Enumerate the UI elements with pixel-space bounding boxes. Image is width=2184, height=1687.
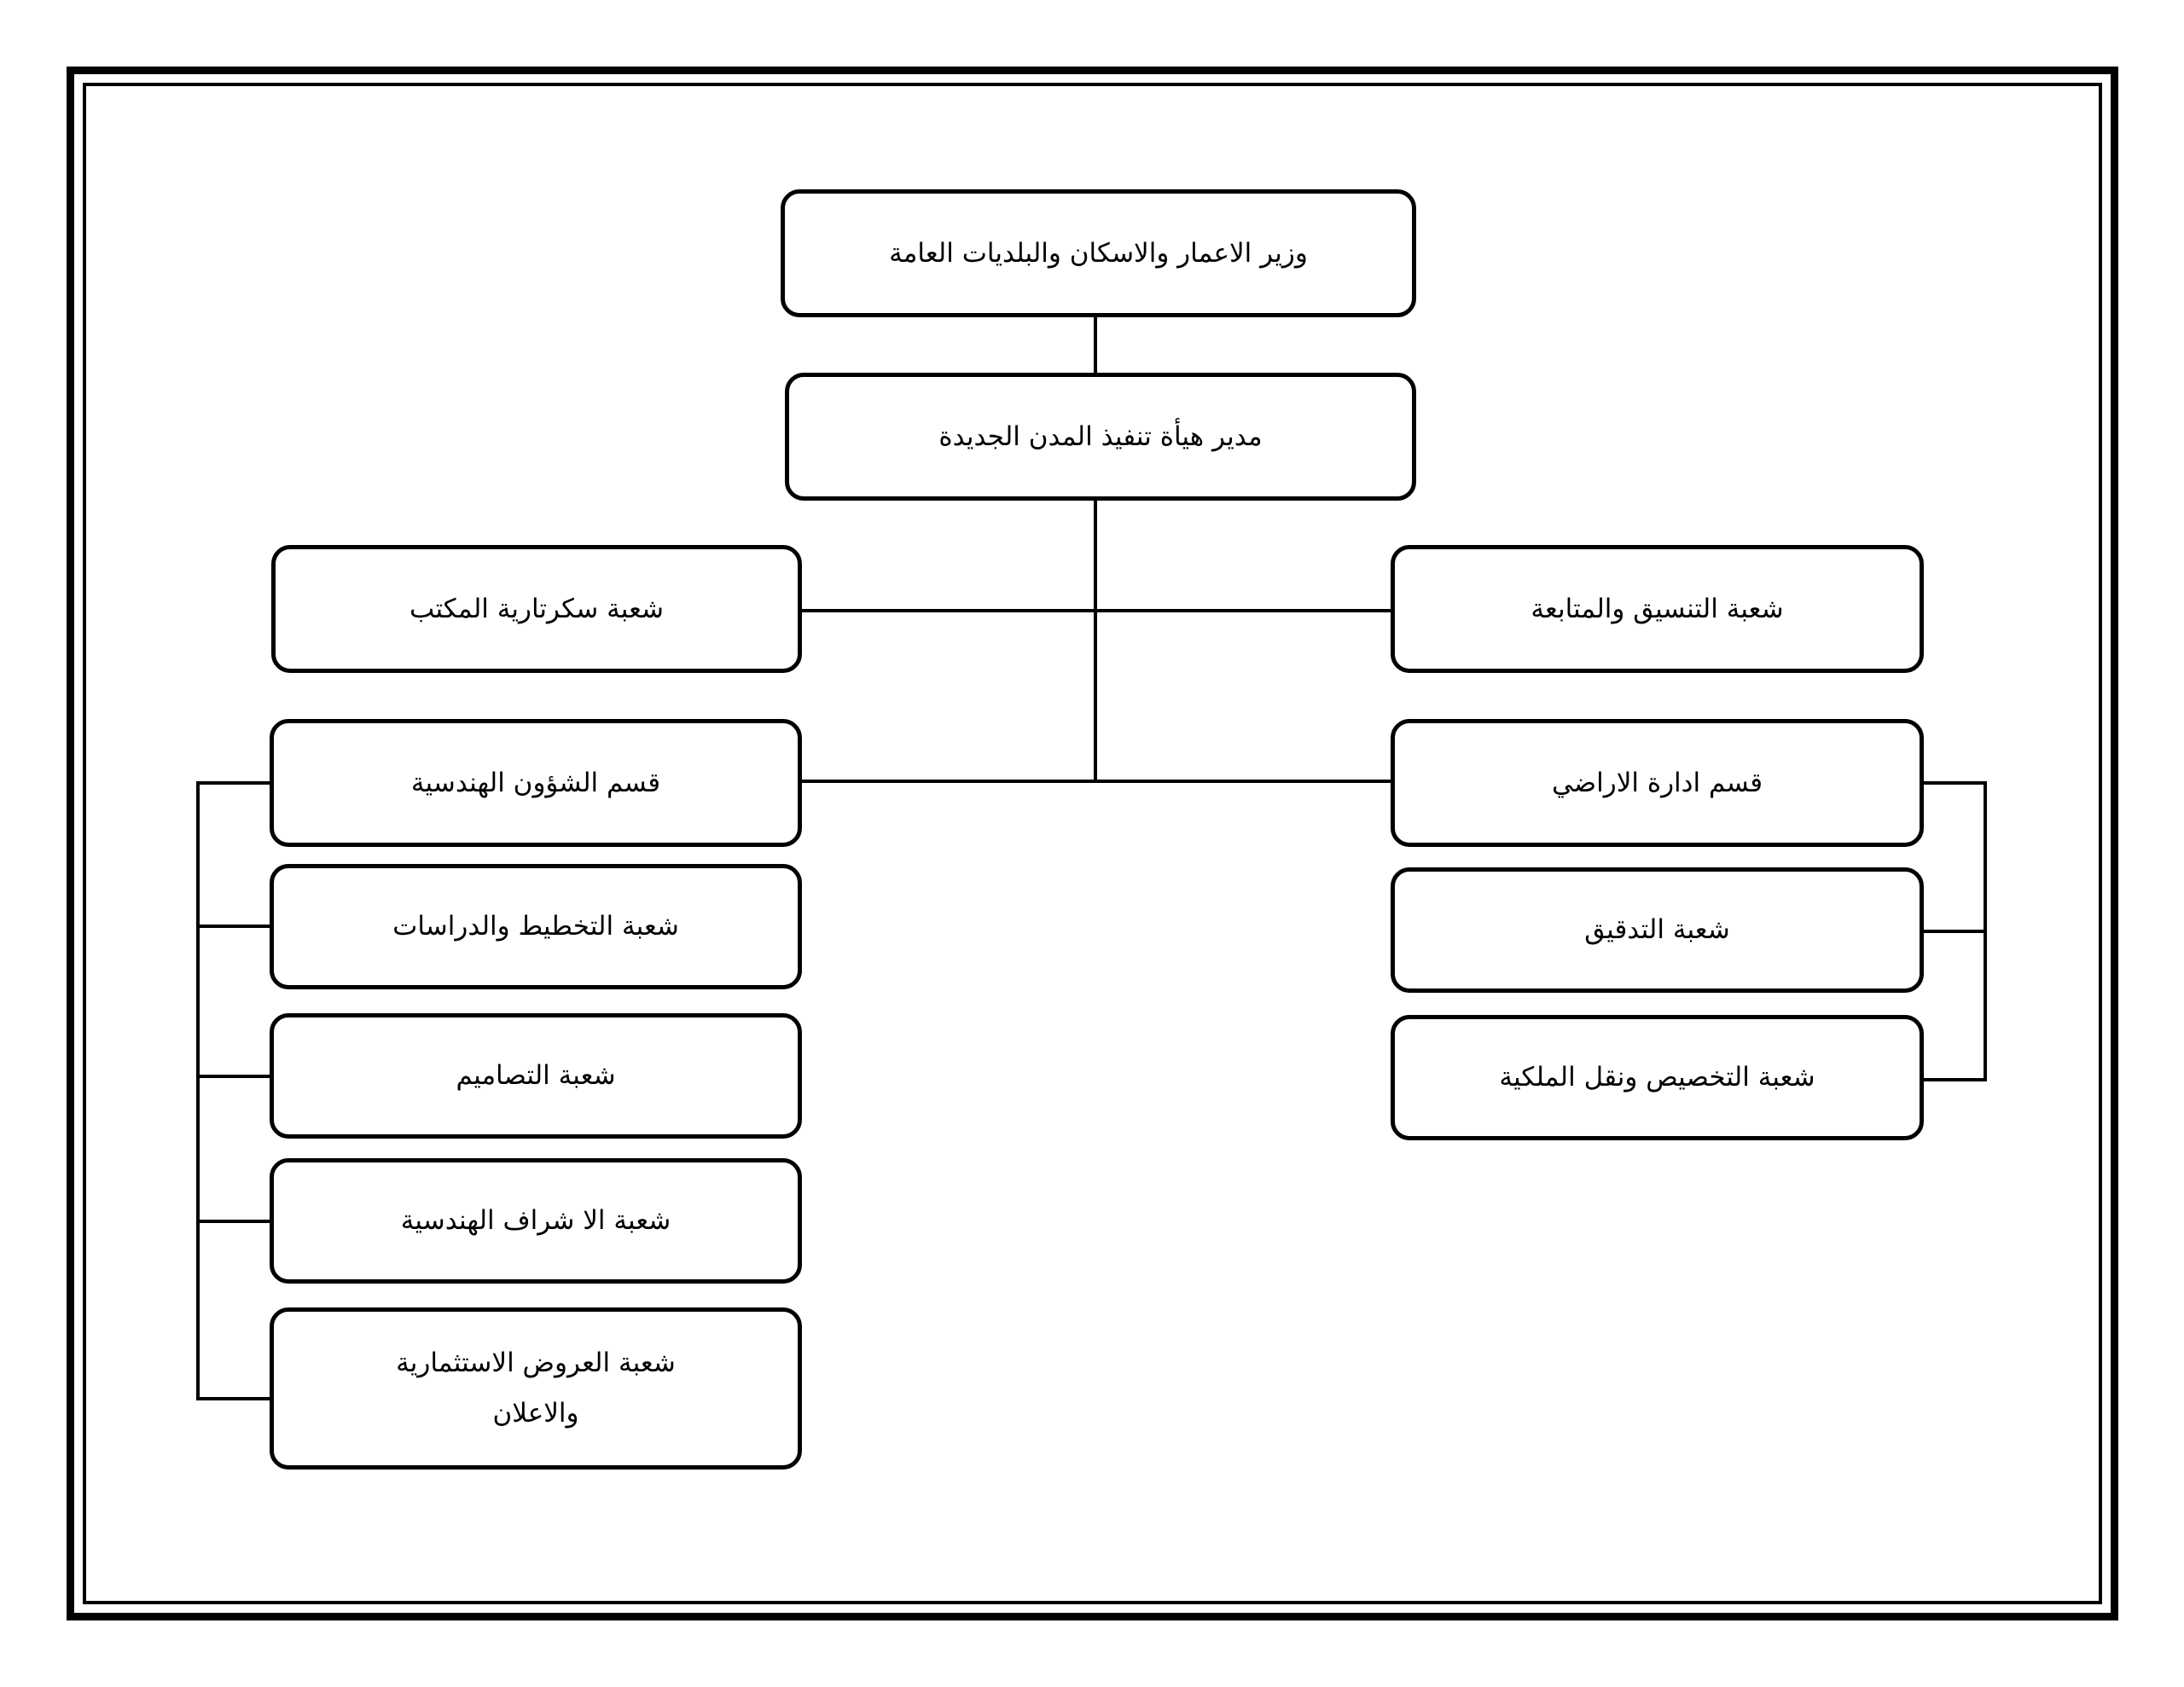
node-director-label: مدير هيأة تنفيذ المدن الجديدة bbox=[938, 420, 1263, 452]
node-planning-studies[interactable]: شعبة التخطيط والدراسات bbox=[270, 864, 802, 989]
node-investment-offers-label: شعبة العروض الاستثمارية والاعلان bbox=[377, 1338, 694, 1439]
node-allocation-transfer[interactable]: شعبة التخصيص ونقل الملكية bbox=[1391, 1015, 1924, 1140]
node-lands-department-label: قسم ادارة الاراضي bbox=[1551, 767, 1763, 798]
node-secretariat-label: شعبة سكرتارية المكتب bbox=[410, 593, 664, 624]
node-engineering-supervision-label: شعبة الا شراف الهندسية bbox=[400, 1205, 671, 1237]
node-investment-offers[interactable]: شعبة العروض الاستثمارية والاعلان bbox=[270, 1307, 802, 1470]
connector-left-branch-supervision bbox=[196, 1220, 273, 1223]
connector-left-branch-planning bbox=[196, 925, 273, 928]
node-designs[interactable]: شعبة التصاميم bbox=[270, 1013, 802, 1139]
node-minister-label: وزير الاعمار والاسكان والبلديات العامة bbox=[889, 237, 1308, 269]
node-audit-label: شعبة التدقيق bbox=[1584, 914, 1730, 946]
node-allocation-transfer-label: شعبة التخصيص ونقل الملكية bbox=[1499, 1062, 1815, 1093]
node-director[interactable]: مدير هيأة تنفيذ المدن الجديدة bbox=[785, 373, 1416, 501]
connector-minister-to-director bbox=[1094, 316, 1097, 374]
connector-left-spine bbox=[196, 781, 200, 1399]
connector-level3-left bbox=[802, 780, 1097, 783]
node-engineering-department-label: قسم الشؤون الهندسية bbox=[410, 767, 661, 798]
page-border-outer bbox=[67, 67, 2118, 1620]
connector-left-branch-investment bbox=[196, 1397, 273, 1400]
node-investment-offers-line1: شعبة العروض الاستثمارية bbox=[396, 1348, 676, 1379]
connector-right-branch-allocation bbox=[1924, 1078, 1987, 1081]
node-planning-studies-label: شعبة التخطيط والدراسات bbox=[392, 911, 679, 942]
node-engineering-department[interactable]: قسم الشؤون الهندسية bbox=[270, 719, 802, 847]
node-minister[interactable]: وزير الاعمار والاسكان والبلديات العامة bbox=[781, 189, 1416, 317]
connector-right-spine-top bbox=[1924, 781, 1987, 785]
connector-left-spine-top bbox=[196, 781, 273, 785]
node-investment-offers-line2: والاعلان bbox=[492, 1398, 579, 1429]
node-secretariat[interactable]: شعبة سكرتارية المكتب bbox=[271, 545, 802, 673]
connector-director-trunk bbox=[1094, 500, 1097, 781]
connector-right-branch-audit bbox=[1924, 930, 1987, 933]
node-audit[interactable]: شعبة التدقيق bbox=[1391, 867, 1924, 993]
node-designs-label: شعبة التصاميم bbox=[456, 1060, 616, 1092]
node-engineering-supervision[interactable]: شعبة الا شراف الهندسية bbox=[270, 1158, 802, 1284]
connector-level3-right bbox=[1094, 780, 1391, 783]
connector-level2-right bbox=[1094, 609, 1391, 612]
node-coordination-label: شعبة التنسيق والمتابعة bbox=[1531, 593, 1784, 624]
node-lands-department[interactable]: قسم ادارة الاراضي bbox=[1391, 719, 1924, 847]
connector-left-branch-designs bbox=[196, 1075, 273, 1078]
connector-level2-left bbox=[802, 609, 1097, 612]
page-border-inner bbox=[83, 83, 2102, 1604]
node-coordination[interactable]: شعبة التنسيق والمتابعة bbox=[1391, 545, 1924, 673]
